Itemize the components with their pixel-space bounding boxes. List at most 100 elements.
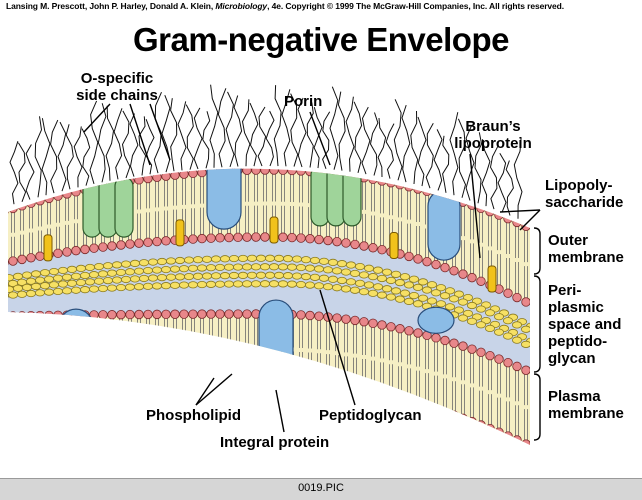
phospholipid-head: [8, 311, 9, 321]
peptidoglycan-unit: [277, 263, 288, 271]
peptidoglycan-unit: [340, 285, 351, 293]
peptidoglycan-unit: [98, 284, 109, 293]
peptidoglycan-unit: [457, 298, 468, 306]
peptidoglycan-unit: [448, 295, 459, 303]
phospholipid-head: [449, 338, 459, 348]
brauns-lipoprotein: [269, 216, 279, 244]
phospholipid-head: [413, 328, 423, 338]
peptidoglycan-unit: [201, 272, 212, 280]
phospholipid-head: [377, 391, 387, 401]
peptidoglycan-unit: [156, 273, 167, 282]
peptidoglycan-unit: [354, 262, 365, 271]
phospholipid-head: [197, 233, 207, 244]
phospholipid-head: [458, 341, 468, 351]
peptidoglycan-unit: [286, 263, 297, 271]
phospholipid-head: [269, 379, 279, 389]
region-bracket: [533, 373, 541, 441]
o-specific-side-chain: [145, 119, 155, 175]
peptidoglycan-unit: [403, 281, 414, 289]
phospholipid-head: [458, 413, 468, 424]
phospholipid-head: [368, 243, 378, 253]
phospholipid-head: [152, 172, 162, 182]
phospholipid-head: [512, 361, 522, 372]
phospholipid-head: [170, 309, 180, 319]
phospholipid-head: [332, 236, 342, 247]
peptidoglycan-unit: [336, 260, 347, 268]
leader-line: [499, 209, 541, 213]
peptidoglycan-unit: [453, 306, 464, 314]
peptidoglycan-unit: [21, 283, 32, 291]
peptidoglycan-unit: [399, 289, 410, 297]
o-specific-side-chain: [97, 103, 107, 183]
peptidoglycan-unit: [228, 254, 239, 263]
peptidoglycan-unit: [107, 284, 118, 292]
phospholipid-head: [422, 186, 432, 197]
copyright-credit: Lansing M. Prescott, John P. Harley, Don…: [6, 1, 565, 11]
peptidoglycan-unit: [444, 287, 455, 295]
phospholipid-head: [98, 310, 108, 320]
peptidoglycan-unit: [151, 266, 162, 274]
peptidoglycan-unit: [268, 280, 279, 288]
o-specific-side-chain: [153, 91, 162, 174]
phospholipid-head: [278, 232, 288, 242]
peptidoglycan-unit: [403, 297, 414, 305]
leader-line: [195, 377, 215, 406]
peptidoglycan-unit: [116, 283, 127, 292]
phospholipid-head: [107, 310, 117, 320]
label-periplasmic-space: Peri- plasmic space and peptido- glycan: [548, 282, 622, 367]
o-specific-side-chain: [241, 99, 251, 167]
phospholipid-head: [377, 320, 387, 330]
peptidoglycan-unit: [0, 276, 5, 282]
phospholipid-head: [125, 309, 135, 320]
peptidoglycan-unit: [192, 272, 203, 280]
o-specific-side-chain: [202, 111, 211, 169]
phospholipid-head: [449, 410, 459, 420]
leader-lines: [83, 103, 541, 433]
phospholipid-head: [242, 309, 252, 319]
peptidoglycan-unit: [112, 261, 123, 269]
phospholipid-head: [188, 309, 198, 319]
peptidoglycan-unit: [327, 275, 338, 283]
phospholipid-head: [395, 180, 405, 190]
peptidoglycan-unit: [372, 283, 383, 291]
o-specific-side-chain: [393, 99, 403, 181]
peptidoglycan-unit: [318, 274, 329, 282]
phospholipid-head: [80, 373, 90, 383]
peptidoglycan-unit: [201, 255, 212, 263]
phospholipid-head: [161, 377, 171, 387]
phospholipid-head: [431, 404, 441, 415]
phospholipid-head: [62, 372, 72, 382]
phospholipid-head: [440, 262, 450, 273]
phospholipid-head: [359, 387, 369, 398]
o-specific-side-chain: [121, 110, 131, 179]
peptidoglycan-unit: [8, 291, 18, 299]
phospholipid-head: [494, 354, 504, 364]
phospholipid-head: [476, 276, 486, 286]
phospholipid-head: [62, 247, 72, 257]
peptidoglycan-unit: [502, 317, 513, 325]
peptidoglycan-unit: [138, 259, 149, 267]
phospholipid-head: [431, 259, 441, 270]
porin-subunit: [114, 176, 134, 238]
phospholipid-head: [332, 383, 342, 394]
phospholipid-head: [179, 378, 189, 388]
phospholipid-head: [116, 309, 126, 320]
phospholipid-head: [53, 310, 63, 321]
peptidoglycan-unit: [25, 289, 36, 298]
o-specific-side-chain: [170, 98, 178, 172]
peptidoglycan-unit: [466, 301, 477, 310]
phospholipid-head: [71, 245, 81, 256]
peptidoglycan-unit: [219, 255, 230, 263]
peripheral-protein: [160, 329, 192, 371]
o-specific-side-chain: [138, 116, 147, 176]
peptidoglycan-unit: [295, 263, 306, 272]
peptidoglycan-unit: [394, 295, 405, 303]
peptidoglycan-unit: [8, 281, 9, 289]
phospholipid-head: [62, 189, 72, 199]
leader-line: [149, 103, 171, 161]
peptidoglycan-unit: [493, 313, 504, 321]
o-specific-side-chain: [377, 117, 387, 177]
phospholipid-head: [467, 272, 477, 283]
peptidoglycan-unit: [169, 265, 180, 273]
peptidoglycan-unit: [484, 309, 495, 317]
